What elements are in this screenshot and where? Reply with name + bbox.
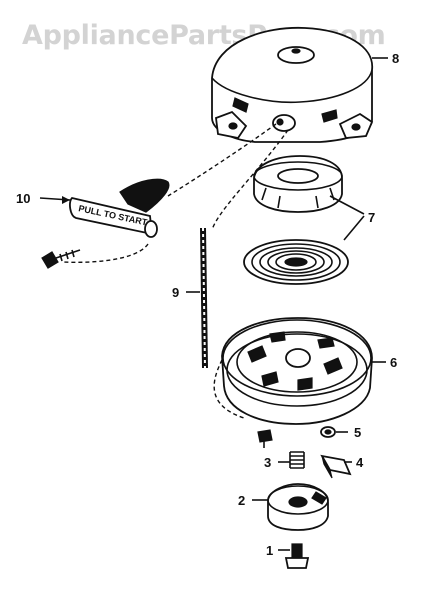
rope-path-handle — [61, 243, 149, 264]
rope-path-upper — [167, 123, 277, 197]
callout-3: 3 — [264, 455, 271, 470]
callout-8: 8 — [392, 51, 399, 66]
part-8-housing[interactable] — [211, 26, 374, 143]
part-1-screw[interactable] — [284, 543, 310, 569]
part-4-pawl[interactable] — [320, 454, 352, 479]
callout-2: 2 — [238, 493, 245, 508]
callout-10: 10 — [16, 191, 30, 206]
part-6-pulley[interactable] — [221, 317, 373, 425]
part-3-spring[interactable] — [289, 451, 305, 469]
part-9-rope[interactable] — [200, 227, 208, 369]
callout-4: 4 — [356, 455, 364, 470]
part-screw-top[interactable] — [257, 429, 273, 448]
rope-path-right — [211, 129, 289, 231]
callout-7: 7 — [368, 210, 375, 225]
callout-1: 1 — [266, 543, 273, 558]
part-2-retainer[interactable] — [267, 483, 329, 531]
callout-9: 9 — [172, 285, 179, 300]
rope-path-lower — [213, 359, 245, 419]
callout-leaders — [39, 57, 388, 551]
part-10-screw[interactable] — [41, 249, 81, 269]
part-5-bushing[interactable] — [320, 426, 336, 438]
callout-6: 6 — [390, 355, 397, 370]
part-7-spring-cup[interactable] — [253, 155, 343, 213]
callout-5: 5 — [354, 425, 361, 440]
part-10-starter-handle[interactable]: PULL TO START — [69, 178, 170, 238]
part-7-recoil-spring[interactable] — [243, 239, 349, 285]
